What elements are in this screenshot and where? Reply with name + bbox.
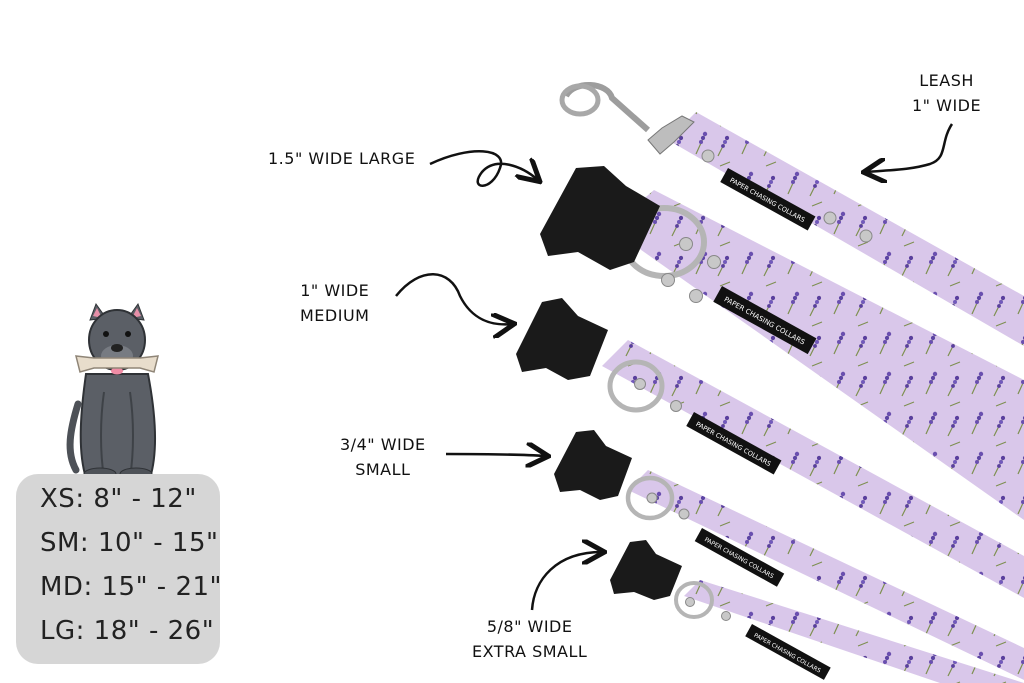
- size-row-sm: SM: 10" - 15": [40, 528, 218, 558]
- arrow-medium: [395, 273, 512, 324]
- rivet-icon: [859, 229, 873, 243]
- arrow-xsmall: [530, 552, 602, 611]
- label-small-line2: SMALL: [355, 460, 411, 479]
- label-xsmall-line2: EXTRA SMALL: [472, 642, 588, 661]
- d-ring-icon: [674, 581, 714, 619]
- dog-nose: [111, 344, 123, 352]
- dog-eye: [103, 331, 109, 337]
- arrow-small: [445, 454, 546, 456]
- bone-icon: [75, 355, 159, 373]
- rivet-icon: [823, 211, 837, 225]
- dog-tongue: [111, 367, 123, 375]
- label-medium: 1" WIDE MEDIUM: [300, 278, 369, 328]
- brand-tag: [720, 168, 816, 231]
- rivet-icon: [634, 378, 646, 390]
- rivet-icon: [701, 149, 715, 163]
- label-leash-line1: LEASH: [919, 71, 974, 90]
- size-label: LG:: [40, 616, 85, 646]
- large-collar: PAPER CHASING COLLARS: [540, 166, 1024, 520]
- label-medium-line2: MEDIUM: [300, 306, 370, 325]
- size-range: 18" - 26": [93, 616, 215, 646]
- brand-tag: [694, 528, 785, 587]
- buckle-icon: [610, 540, 682, 600]
- rivet-icon: [689, 289, 703, 303]
- size-label: XS:: [40, 484, 85, 514]
- buckle-icon: [540, 166, 660, 270]
- rivet-icon: [678, 508, 690, 520]
- label-medium-line1: 1" WIDE: [300, 281, 370, 300]
- size-row-md: MD: 15" - 21": [40, 572, 222, 602]
- size-range: 10" - 15": [97, 528, 219, 558]
- label-extra-small: 5/8" WIDE EXTRA SMALL: [472, 614, 587, 664]
- size-range: 8" - 12": [93, 484, 197, 514]
- label-leash-line2: 1" WIDE: [912, 96, 982, 115]
- buckle-icon: [516, 298, 608, 380]
- rivet-icon: [721, 611, 731, 621]
- brand-tag: [686, 412, 782, 475]
- annotation-arrows: [395, 123, 954, 611]
- rivet-icon: [670, 400, 682, 412]
- brand-tag: [713, 286, 817, 355]
- brand-tag: [745, 624, 831, 680]
- label-small: 3/4" WIDE SMALL: [340, 432, 426, 482]
- rivet-icon: [661, 273, 675, 287]
- size-range: 15" - 21": [101, 572, 222, 602]
- size-row-xs: XS: 8" - 12": [40, 484, 197, 514]
- rivet-icon: [646, 492, 658, 504]
- size-row-lg: LG: 18" - 26": [40, 616, 214, 646]
- dog-eye: [125, 331, 131, 337]
- arrow-large: [429, 150, 538, 187]
- d-ring-icon: [607, 359, 665, 413]
- arrow-leash: [866, 123, 954, 172]
- rivet-icon: [707, 255, 721, 269]
- dog-tail: [66, 400, 82, 474]
- rivet-icon: [685, 597, 695, 607]
- size-label: SM:: [40, 528, 90, 558]
- size-chart: XS: 8" - 12" SM: 10" - 15" MD: 15" - 21"…: [16, 474, 222, 664]
- dog-body: [79, 373, 157, 479]
- d-ring-icon: [625, 475, 675, 521]
- label-xsmall-line1: 5/8" WIDE: [486, 617, 573, 636]
- label-leash: LEASH 1" WIDE: [912, 68, 981, 118]
- rivet-icon: [679, 237, 693, 251]
- dog-illustration: [66, 302, 159, 481]
- leash-clip-icon: [559, 81, 695, 155]
- label-small-line1: 3/4" WIDE: [340, 435, 426, 454]
- label-large: 1.5" WIDE LARGE: [268, 146, 415, 171]
- buckle-icon: [554, 430, 632, 500]
- label-large-text: 1.5" WIDE LARGE: [268, 149, 416, 168]
- small-collar: PAPER CHASING COLLARS: [554, 430, 1024, 680]
- size-label: MD:: [40, 572, 93, 602]
